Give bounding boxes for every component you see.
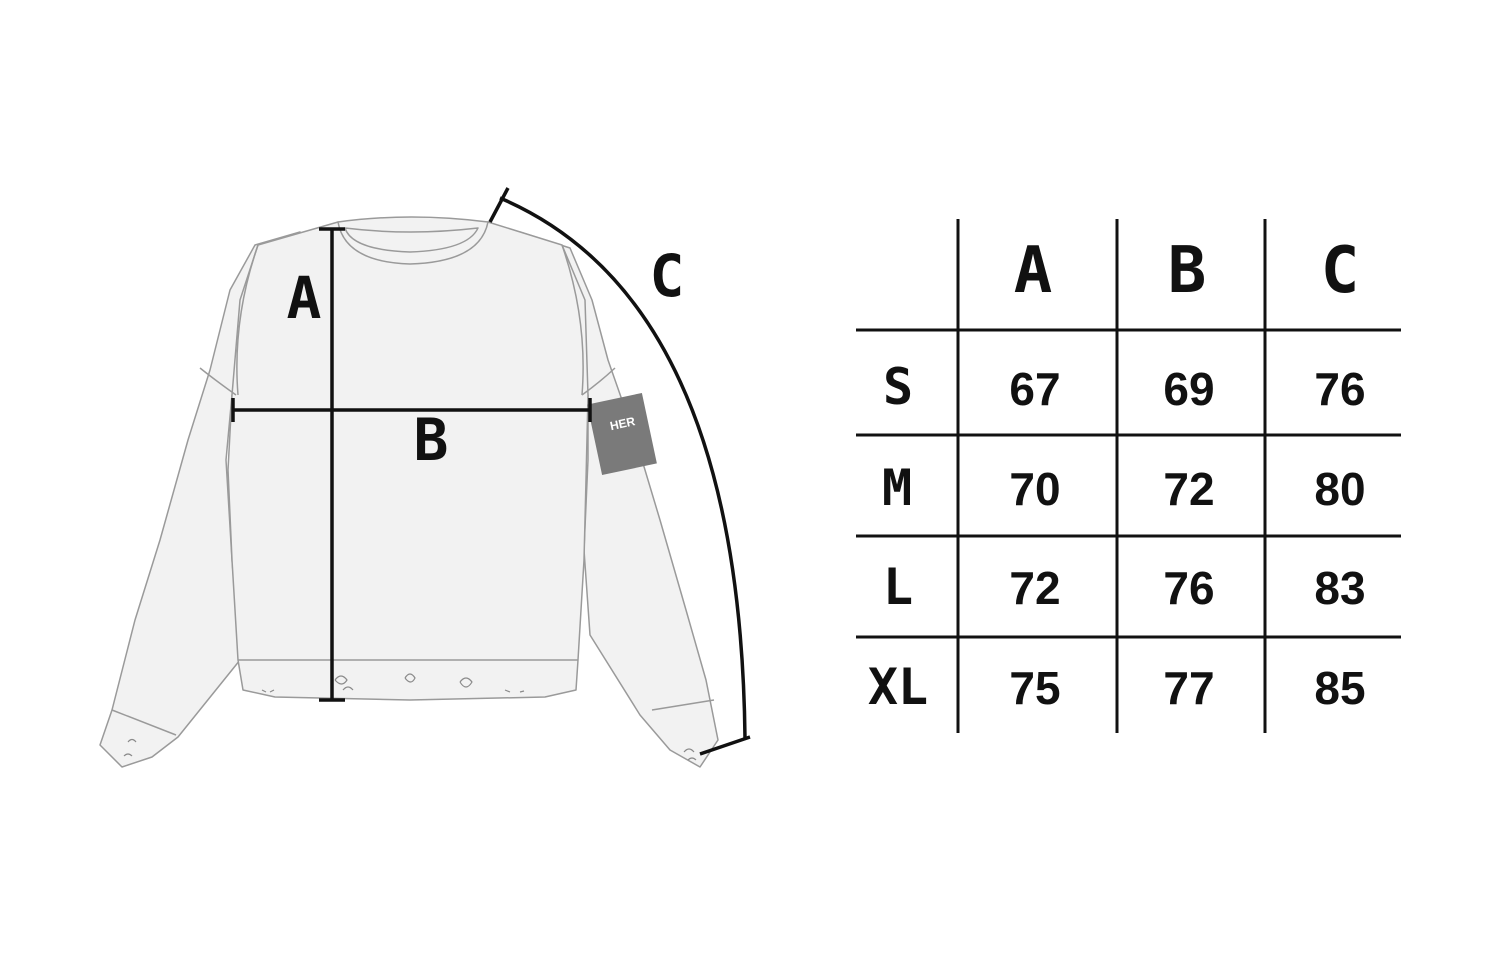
- measure-lines: [231, 187, 751, 756]
- label-a: A: [287, 264, 322, 332]
- right-cuff-rib: [651, 699, 715, 711]
- size-label-s: S: [883, 358, 913, 416]
- size-label-m: M: [882, 459, 912, 517]
- label-c: C: [650, 242, 685, 310]
- size-label-xl: XL: [868, 658, 928, 716]
- table-header-a: A: [1014, 234, 1053, 308]
- distressed-hem: [123, 673, 697, 761]
- value-m-c: 80: [1314, 463, 1365, 515]
- tag-label: HER: [609, 414, 637, 433]
- value-xl-b: 77: [1163, 662, 1214, 714]
- value-xl-a: 75: [1009, 662, 1060, 714]
- sleeve-tag: HER: [587, 392, 657, 476]
- sweatshirt-illustration: [99, 216, 719, 768]
- right-shoulder-seam: [561, 244, 616, 396]
- size-table: A B C S 67 69 76 M 70 72 80 L 72 76 83 X…: [856, 219, 1401, 733]
- measure-c-curve: [499, 196, 747, 739]
- value-l-a: 72: [1009, 562, 1060, 614]
- label-b: B: [414, 406, 449, 474]
- left-shoulder-seam: [199, 244, 259, 396]
- size-label-l: L: [883, 558, 913, 616]
- value-xl-c: 85: [1314, 662, 1365, 714]
- value-s-b: 69: [1163, 363, 1214, 415]
- measure-c-cap-top: [488, 187, 510, 223]
- value-s-c: 76: [1314, 363, 1365, 415]
- value-s-a: 67: [1009, 363, 1060, 415]
- collar-inner: [344, 227, 479, 253]
- left-cuff-rib: [111, 709, 177, 736]
- collar: [337, 216, 489, 265]
- sweatshirt-body: [227, 221, 589, 701]
- table-grid: [856, 219, 1401, 733]
- table-header-c: C: [1321, 234, 1360, 308]
- value-l-b: 76: [1163, 562, 1214, 614]
- value-m-b: 72: [1163, 463, 1214, 515]
- value-l-c: 83: [1314, 562, 1365, 614]
- value-m-a: 70: [1009, 463, 1060, 515]
- table-header-b: B: [1168, 234, 1207, 308]
- measure-c-cap-bottom: [699, 735, 751, 756]
